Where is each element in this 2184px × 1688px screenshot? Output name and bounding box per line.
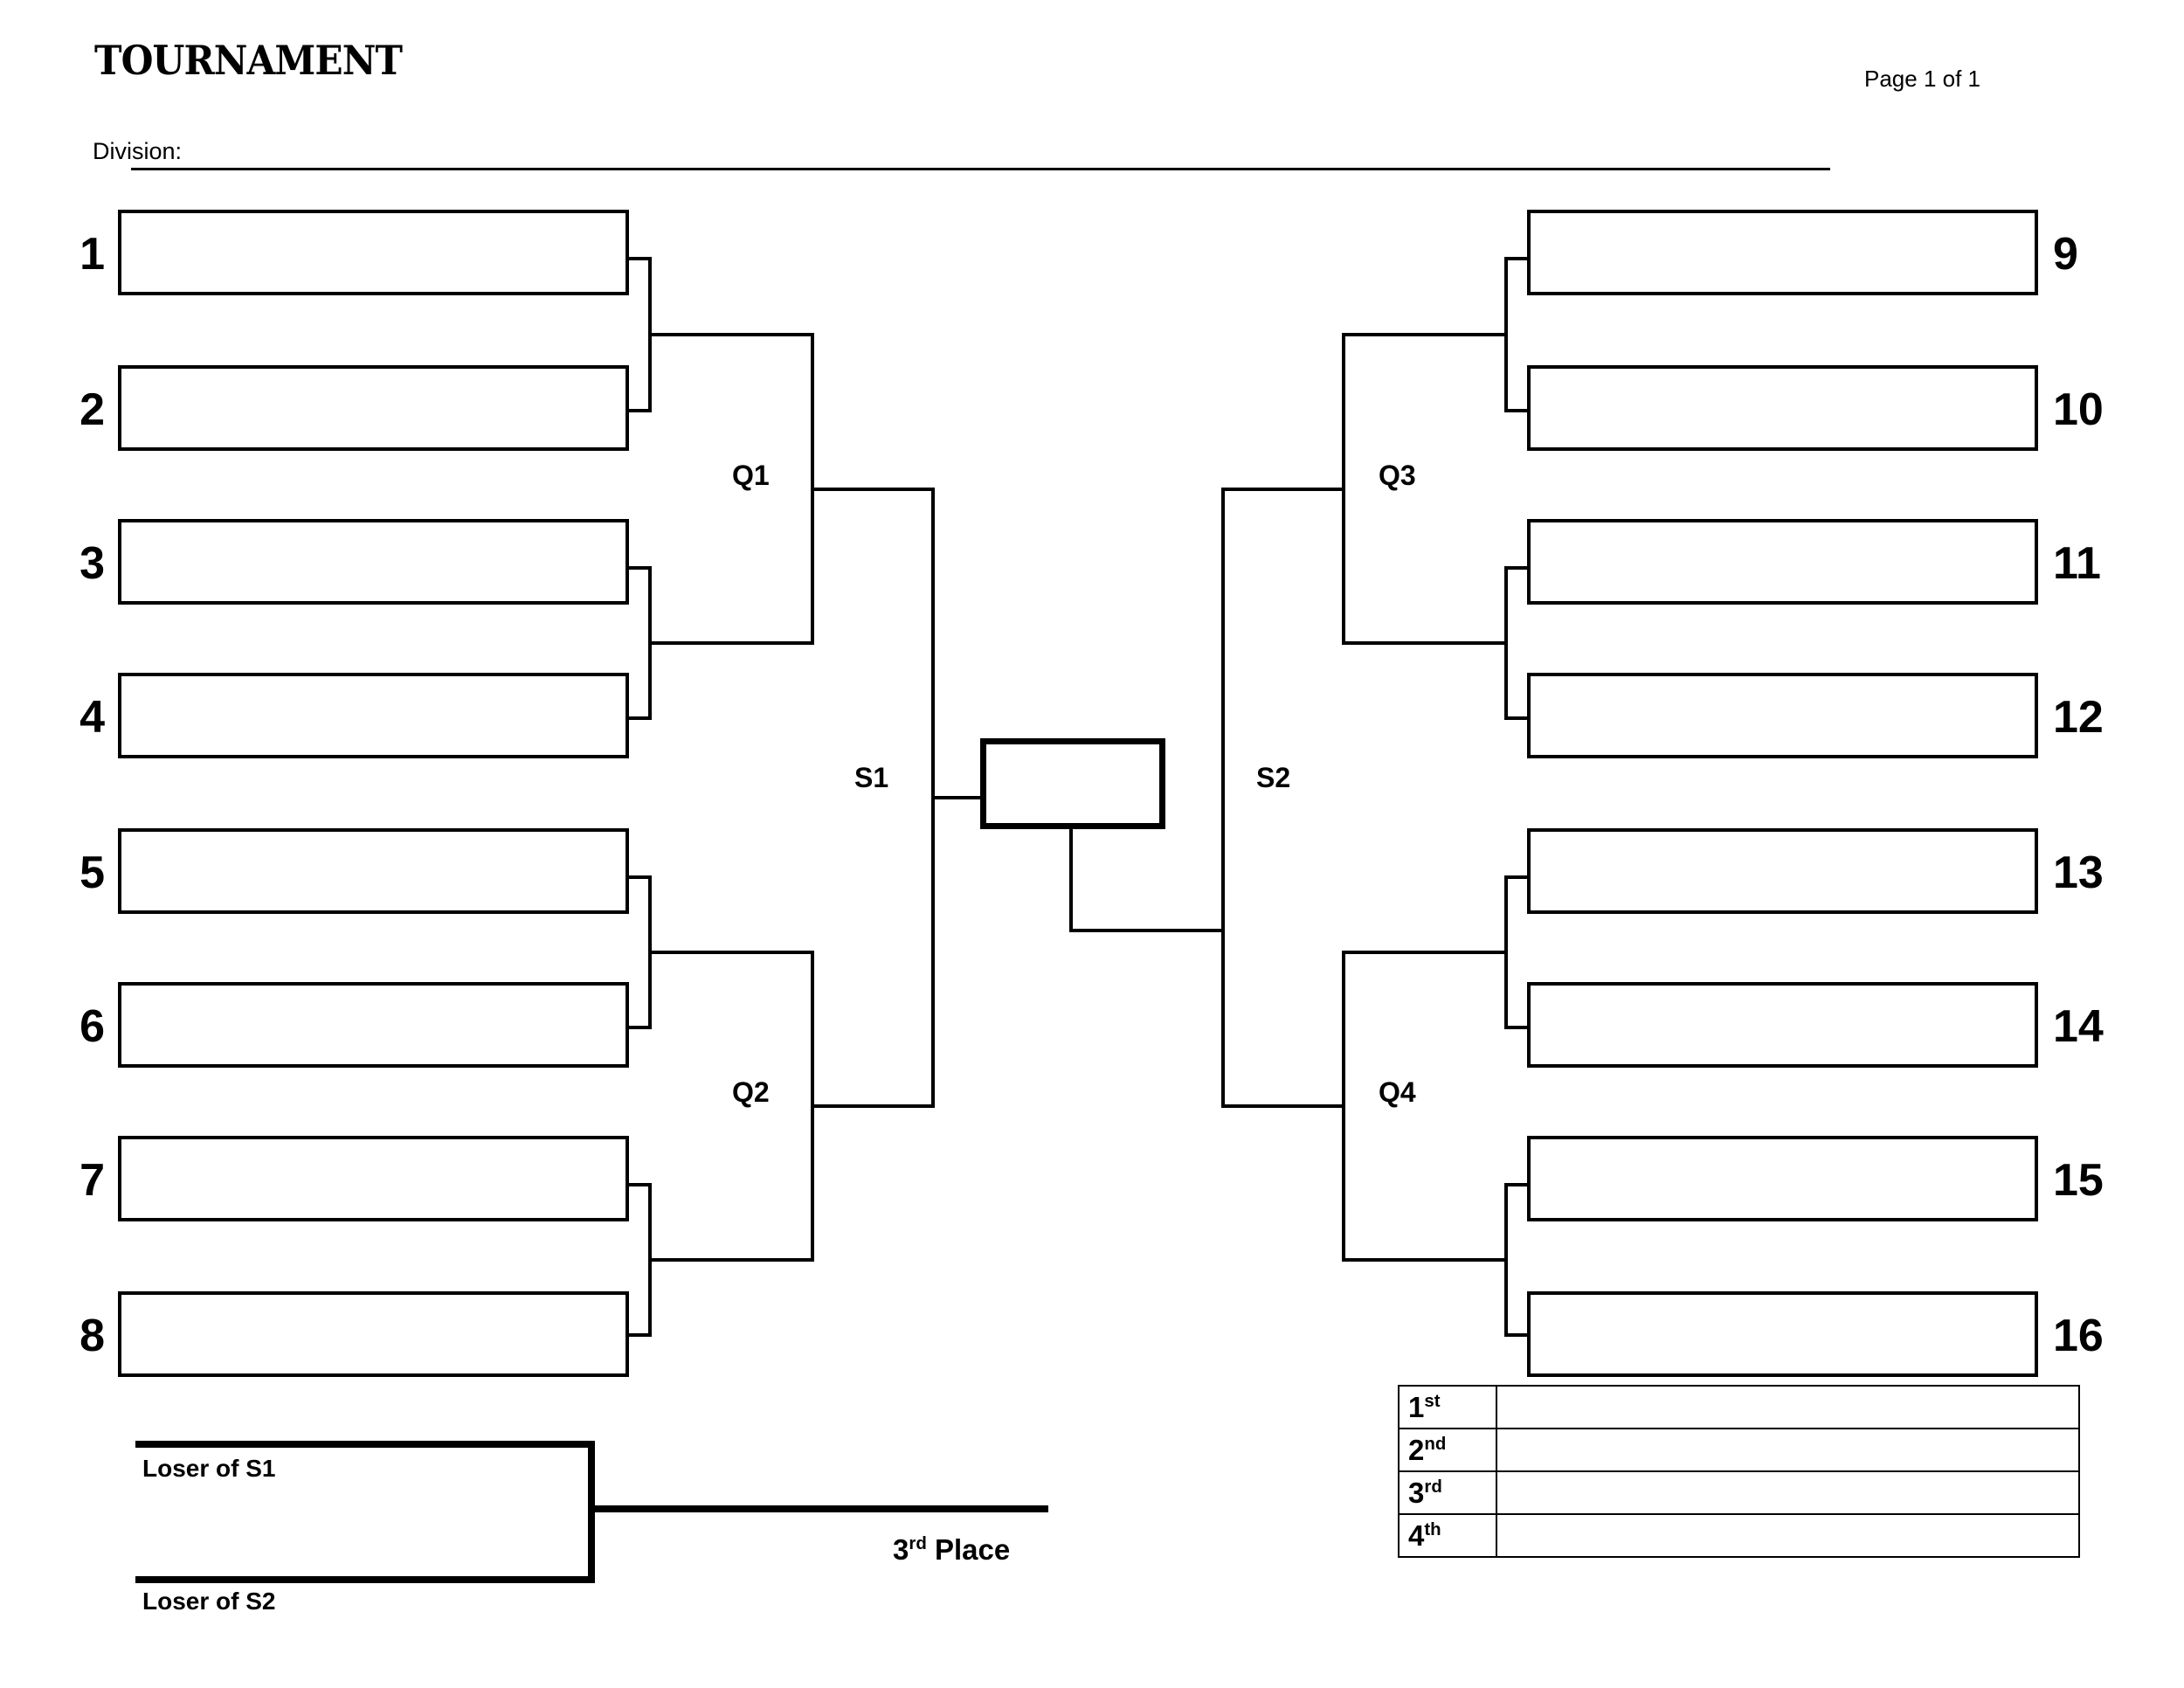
placement-rank-number: 4 [1408,1519,1425,1552]
slot-box-9[interactable] [1527,210,2038,295]
placement-rank-ordinal: rd [1424,1476,1442,1497]
round-label-q2: Q2 [732,1076,770,1108]
slot-number-11: 11 [2053,538,2101,589]
placement-entry-2[interactable] [1496,1428,2080,1472]
round-label-s1: S1 [854,762,889,793]
placement-rank-number: 3 [1408,1476,1425,1509]
slot-number-14: 14 [2053,1001,2104,1052]
slot-number-5: 5 [79,847,105,898]
slot-number-10: 10 [2053,384,2104,435]
placement-rank-2: 2nd [1398,1428,1497,1472]
slot-box-7[interactable] [118,1136,629,1221]
slot-box-16[interactable] [1527,1291,2038,1377]
slot-number-6: 6 [79,1001,105,1052]
placement-table: 1st 2nd 3rd 4th [1398,1385,2080,1558]
slot-box-15[interactable] [1527,1136,2038,1221]
placement-entry-1[interactable] [1496,1385,2080,1429]
slot-number-15: 15 [2053,1155,2104,1206]
slot-box-12[interactable] [1527,673,2038,758]
placement-rank-ordinal: th [1424,1519,1441,1539]
third-place-label: 3rd Place [893,1533,1010,1567]
placement-rank-number: 2 [1408,1433,1425,1466]
slot-box-10[interactable] [1527,365,2038,451]
slot-number-1: 1 [79,229,105,280]
page-title: TOURNAMENT [94,37,403,84]
third-place-ordinal: rd [909,1533,927,1553]
slot-box-11[interactable] [1527,519,2038,605]
slot-number-16: 16 [2053,1311,2104,1361]
placement-rank-ordinal: st [1424,1390,1441,1411]
slot-box-5[interactable] [118,828,629,914]
slot-box-6[interactable] [118,982,629,1068]
division-input-line[interactable] [131,168,1830,170]
slot-box-14[interactable] [1527,982,2038,1068]
round-label-s2: S2 [1256,762,1291,793]
slot-number-2: 2 [79,384,105,435]
slot-number-8: 8 [79,1311,105,1361]
table-row: 3rd [1398,1470,2080,1515]
placement-rank-number: 1 [1408,1390,1425,1423]
placement-entry-3[interactable] [1496,1470,2080,1515]
consolation-bottom-label: Loser of S2 [142,1588,276,1615]
third-place-number: 3 [893,1533,909,1566]
round-label-q1: Q1 [732,460,770,491]
slot-number-13: 13 [2053,847,2104,898]
slot-number-3: 3 [79,538,105,589]
round-label-q4: Q4 [1379,1076,1416,1108]
division-label: Division: [93,138,183,164]
slot-box-13[interactable] [1527,828,2038,914]
slot-box-3[interactable] [118,519,629,605]
placement-rank-1: 1st [1398,1385,1497,1429]
third-place-word: Place [926,1533,1011,1566]
table-row: 4th [1398,1513,2080,1558]
table-row: 1st [1398,1385,2080,1429]
round-label-q3: Q3 [1379,460,1416,491]
slot-number-12: 12 [2053,692,2104,743]
slot-number-4: 4 [79,692,105,743]
slot-number-9: 9 [2053,229,2078,280]
champion-slot-box[interactable] [980,738,1165,829]
slot-box-8[interactable] [118,1291,629,1377]
table-row: 2nd [1398,1428,2080,1472]
slot-box-1[interactable] [118,210,629,295]
consolation-top-label: Loser of S1 [142,1455,276,1482]
slot-box-4[interactable] [118,673,629,758]
page-indicator: Page 1 of 1 [1864,66,1980,92]
placement-entry-4[interactable] [1496,1513,2080,1558]
slot-box-2[interactable] [118,365,629,451]
placement-rank-4: 4th [1398,1513,1497,1558]
placement-rank-ordinal: nd [1424,1433,1447,1454]
placement-rank-3: 3rd [1398,1470,1497,1515]
slot-number-7: 7 [79,1155,105,1206]
